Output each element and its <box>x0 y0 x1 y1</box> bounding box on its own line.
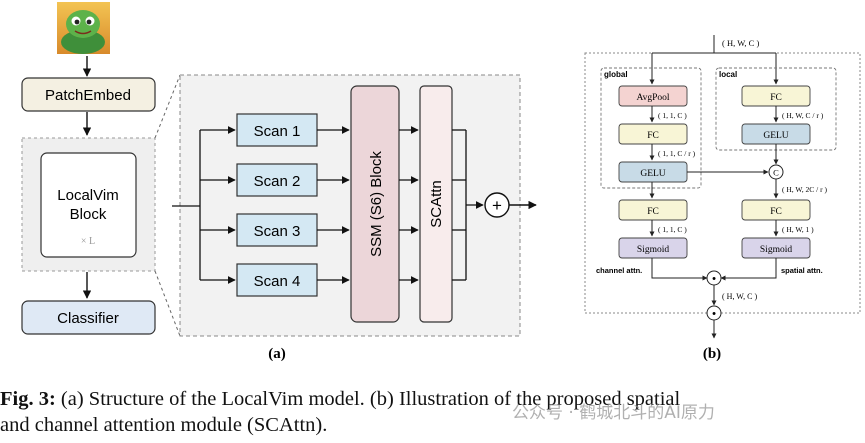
patchembed-label: PatchEmbed <box>45 87 131 104</box>
watermark: 公众号 · 鹤城北斗的AI原力 <box>512 403 715 423</box>
ssm-block-label: SSM (S6) Block <box>368 151 385 257</box>
zoom-line-top <box>154 74 181 139</box>
scattn-label: SCAttn <box>428 180 445 228</box>
localvim-label-line1: LocalVim <box>57 187 118 204</box>
caption-fig-label: Fig. 3: <box>0 388 56 410</box>
global-fc2-label: FC <box>647 207 659 217</box>
global-sigmoid-box <box>618 237 688 259</box>
patchembed-box <box>21 77 156 112</box>
spatial-attn-label: spatial attn. <box>781 266 823 275</box>
scan-to-ssm-arrows <box>317 126 350 284</box>
merge-lines <box>452 129 484 281</box>
shape-out-label: ( H, W, C ) <box>722 292 757 301</box>
scattn-box <box>419 85 453 323</box>
mult-symbol-1: • <box>712 273 716 285</box>
global-branch-box <box>600 67 702 189</box>
classifier-label: Classifier <box>57 310 119 327</box>
global-fc1-label: FC <box>647 131 659 141</box>
panel-a-label: (a) <box>268 346 286 362</box>
global-fc2-box <box>618 199 688 221</box>
shape-11c-label: ( 1, 1, C ) <box>658 111 687 120</box>
local-gelu-label: GELU <box>763 131 788 141</box>
global-sigmoid-label: Sigmoid <box>637 245 669 255</box>
shape-hwcr-label: ( H, W, C / r ) <box>782 111 824 120</box>
zoom-line-bottom <box>154 270 181 337</box>
global-fc1-box <box>618 123 688 145</box>
scan-4-label: Scan 4 <box>254 273 301 290</box>
classifier-box <box>21 300 156 335</box>
avgpool-box <box>618 85 688 107</box>
shape-11cr-label: ( 1, 1, C / r ) <box>658 149 696 158</box>
scan-2-label: Scan 2 <box>254 173 301 190</box>
global-gelu-label: GELU <box>640 169 665 179</box>
arrow-spatial-to-mult <box>720 258 777 281</box>
local-sigmoid-label: Sigmoid <box>760 245 792 255</box>
scan-1-box <box>236 113 318 147</box>
shape-hw1-label: ( H, W, 1 ) <box>782 225 814 234</box>
ssm-to-scattn-arrows <box>399 126 419 284</box>
shape-11c-b-label: ( 1, 1, C ) <box>658 225 687 234</box>
shape-hw2cr-label: ( H, W, 2C / r ) <box>782 185 828 194</box>
scan-1-label: Scan 1 <box>254 123 301 140</box>
global-title: global <box>604 70 628 79</box>
local-title: local <box>719 70 737 79</box>
local-fc2-label: FC <box>770 207 782 217</box>
repeat-label: × L <box>81 236 95 247</box>
caption-line-1: Fig. 3: (a) Structure of the LocalVim mo… <box>0 386 865 412</box>
input-shape-label: ( H, W, C ) <box>722 38 759 48</box>
scan-2-box <box>236 163 318 197</box>
caption-line-2: and channel attention module (SCAttn). <box>0 414 328 436</box>
scan-3-box <box>236 213 318 247</box>
local-fc1-label: FC <box>770 93 782 103</box>
arrow-channel-to-mult <box>651 258 708 281</box>
avgpool-label: AvgPool <box>636 93 669 103</box>
ssm-block-box <box>350 85 400 323</box>
localvim-block-box <box>40 152 137 258</box>
scan-branches <box>200 126 236 284</box>
channel-attn-label: channel attn. <box>596 266 642 275</box>
scan-4-box <box>236 263 318 297</box>
mult-symbol-2: • <box>712 308 716 320</box>
panel-b-label: (b) <box>703 346 721 362</box>
localvim-label-line2: Block <box>70 206 107 223</box>
figure-caption: Fig. 3: (a) Structure of the LocalVim mo… <box>0 386 865 438</box>
sum-symbol: + <box>492 196 502 215</box>
snake-image <box>57 2 110 54</box>
scan-3-label: Scan 3 <box>254 223 301 240</box>
concat-symbol: C <box>773 168 779 178</box>
caption-line1-text: (a) Structure of the LocalVim model. (b)… <box>55 388 681 410</box>
